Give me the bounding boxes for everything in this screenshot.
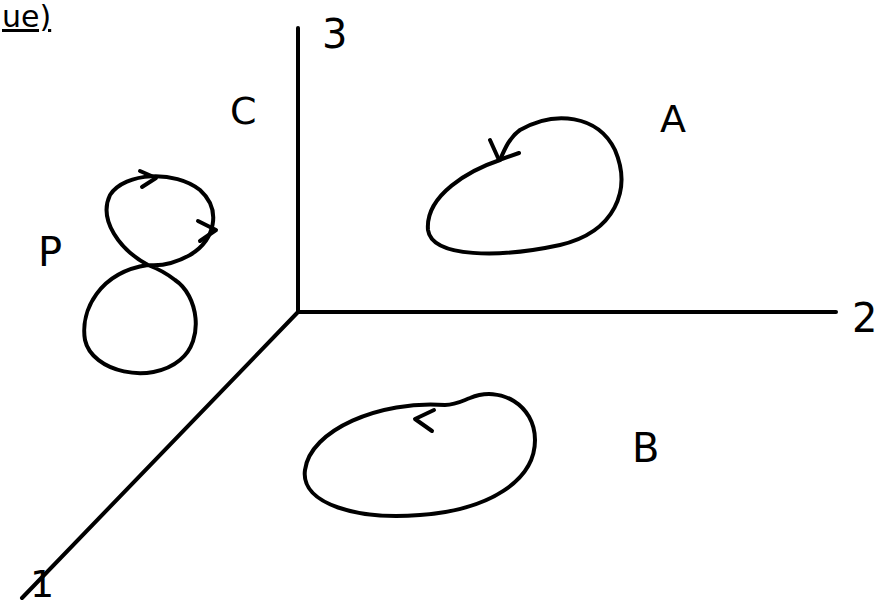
loop-a-arrow	[490, 140, 519, 160]
loop-p-arrow	[198, 221, 216, 241]
axis-number: 1	[30, 565, 54, 603]
loop-b	[305, 394, 535, 516]
cut-heading: ue)	[2, 2, 51, 32]
figure-eight-loop	[84, 176, 213, 373]
axis-number: 2	[852, 298, 877, 338]
loop-letter: P	[38, 232, 62, 272]
axis-2	[298, 310, 836, 314]
axis-1	[22, 312, 298, 598]
loop-a	[428, 118, 621, 253]
axis-3	[296, 28, 300, 312]
loop-letter: A	[660, 100, 686, 138]
loop-b-arrow	[415, 410, 434, 431]
axis-number: 3	[322, 14, 347, 54]
loop-letter: C	[230, 92, 257, 130]
loop-p-arrow	[140, 171, 156, 187]
loop-letter: B	[632, 428, 659, 468]
